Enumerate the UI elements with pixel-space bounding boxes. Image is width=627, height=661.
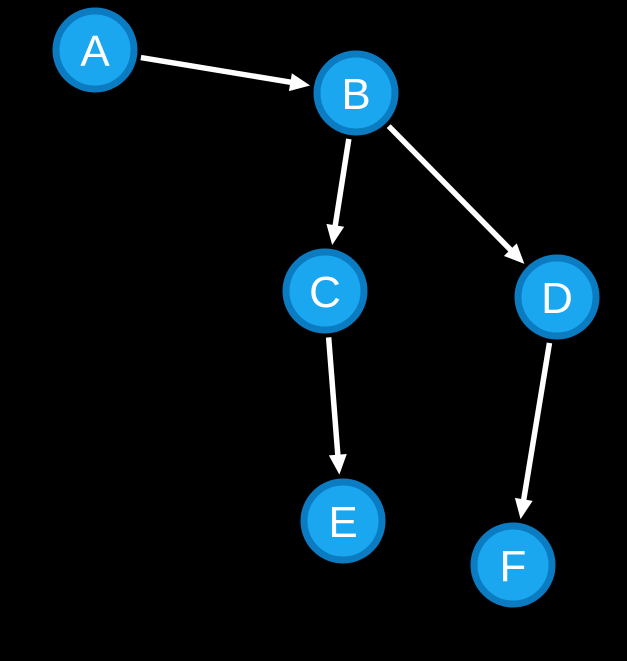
- node-B[interactable]: B: [313, 50, 399, 136]
- edge-C-E: [325, 337, 347, 475]
- edge-line-C-E: [325, 337, 341, 457]
- node-circle-E[interactable]: [300, 478, 386, 564]
- edge-line-D-F: [520, 342, 553, 502]
- edge-B-D: [386, 124, 525, 264]
- arrowhead-icon: [288, 73, 311, 92]
- node-circle-F[interactable]: [470, 522, 556, 608]
- edge-line-B-D: [386, 124, 514, 253]
- edge-line-A-B: [140, 54, 293, 86]
- edge-A-B: [140, 54, 311, 92]
- arrowhead-icon: [326, 223, 345, 246]
- node-circle-B[interactable]: [313, 50, 399, 136]
- node-circle-D[interactable]: [514, 254, 600, 340]
- node-D[interactable]: D: [514, 254, 600, 340]
- edge-line-B-C: [332, 138, 352, 228]
- node-circle-C[interactable]: [282, 248, 368, 334]
- arrowhead-icon: [503, 243, 525, 264]
- edge-B-C: [326, 138, 352, 246]
- edge-D-F: [514, 342, 553, 520]
- arrowhead-icon: [514, 497, 533, 520]
- node-E[interactable]: E: [300, 478, 386, 564]
- node-F[interactable]: F: [470, 522, 556, 608]
- arrowhead-icon: [328, 454, 347, 475]
- node-circle-A[interactable]: [52, 7, 138, 93]
- node-A[interactable]: A: [52, 7, 138, 93]
- node-C[interactable]: C: [282, 248, 368, 334]
